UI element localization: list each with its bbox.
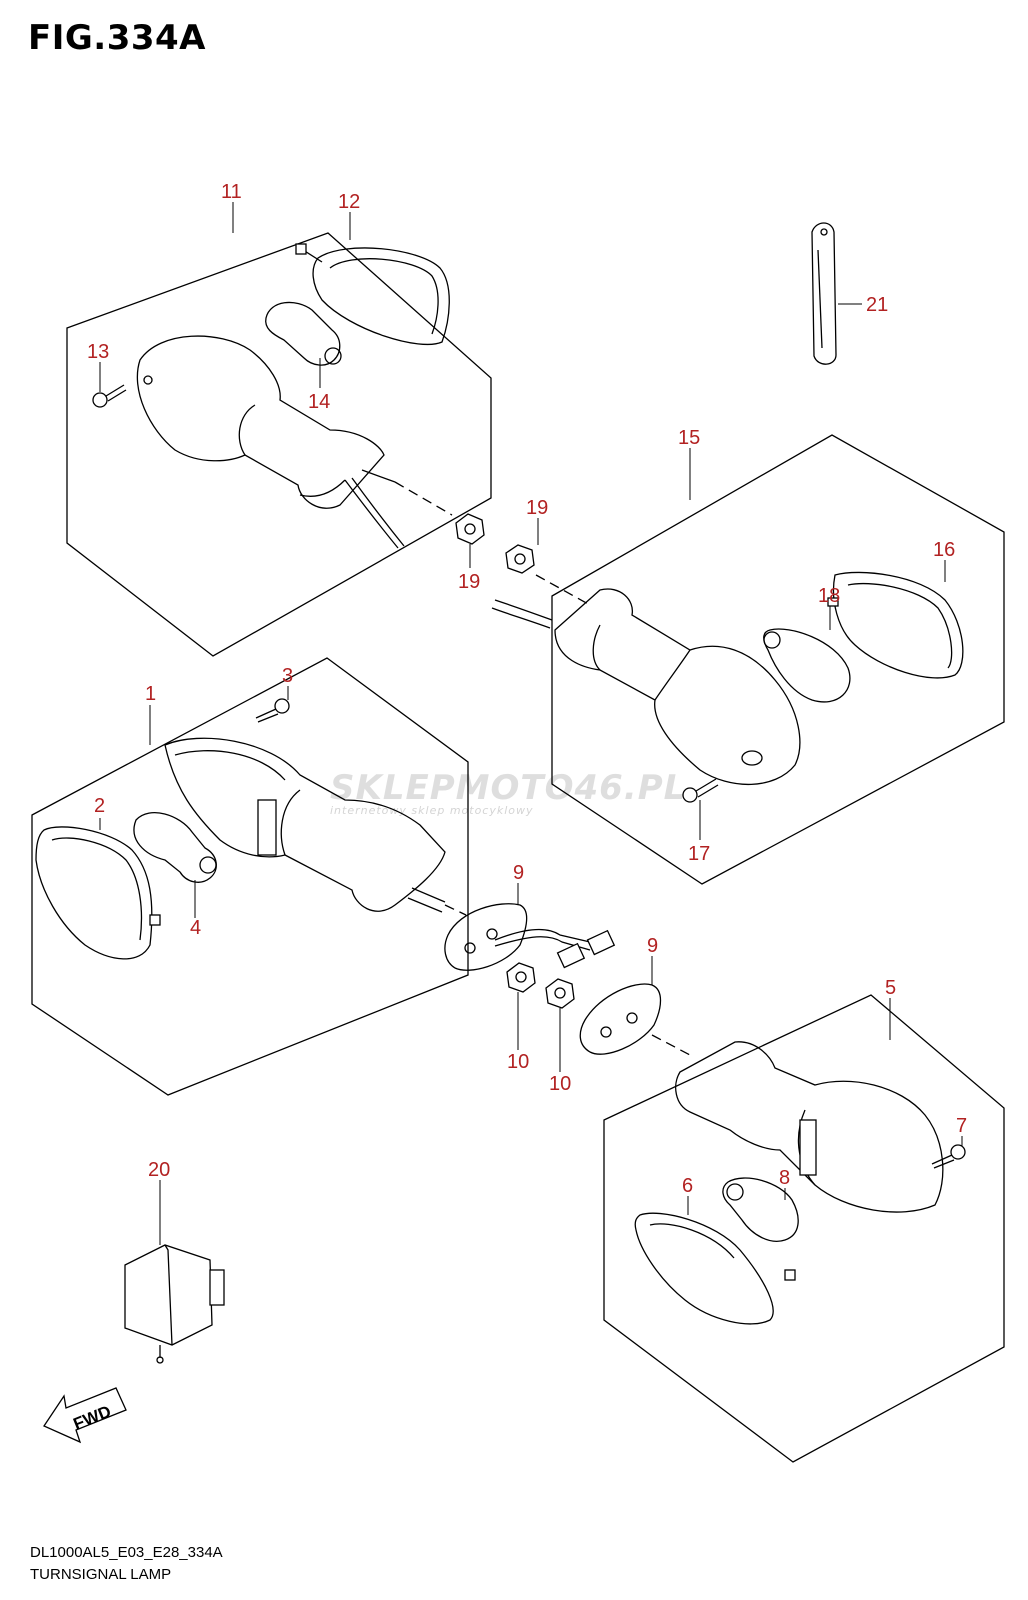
lamp-housing-5: [675, 1041, 944, 1213]
callout-3: 3: [282, 665, 293, 687]
callout-7: 7: [956, 1115, 967, 1137]
nut-19-upper: [455, 513, 485, 545]
lens-6: [634, 1212, 796, 1325]
connector: [586, 929, 616, 956]
callout-5: 5: [885, 977, 896, 999]
callout-21: 21: [866, 294, 888, 316]
callout-8: 8: [779, 1167, 790, 1189]
callout-15: 15: [678, 427, 700, 449]
lens-2: [35, 826, 161, 960]
nut-19-lower: [505, 544, 535, 574]
figure-title: FIG.334A: [28, 18, 206, 58]
gasket-9-left: [444, 903, 528, 971]
lens-12: [295, 243, 450, 346]
callout-19a: 19: [526, 497, 548, 519]
bulb-14: [265, 301, 342, 366]
nut-10-left: [506, 962, 536, 993]
screw-7: [931, 1144, 966, 1169]
relay-20: [124, 1244, 225, 1364]
nut-10-right: [545, 978, 575, 1009]
watermark: SKLEPMOTO46.PL: [330, 768, 687, 808]
screw-17: [682, 778, 719, 803]
callout-10a: 10: [507, 1051, 529, 1073]
callout-18: 18: [818, 585, 840, 607]
callout-16: 16: [933, 539, 955, 561]
callout-19b: 19: [458, 571, 480, 593]
callout-12: 12: [338, 191, 360, 213]
bulb-8: [722, 1177, 799, 1242]
callout-1: 1: [145, 683, 156, 705]
callout-11: 11: [221, 181, 242, 203]
callout-14: 14: [308, 391, 330, 413]
assembly-box-5: [603, 994, 1005, 1463]
callout-13: 13: [87, 341, 109, 363]
callout-9b: 9: [647, 935, 658, 957]
drawing-code: DL1000AL5_E03_E28_334A: [30, 1544, 223, 1561]
screw-3: [255, 698, 290, 723]
callout-20: 20: [148, 1159, 170, 1181]
lens-16: [827, 571, 964, 679]
drawing-caption: TURNSIGNAL LAMP: [30, 1566, 172, 1583]
callout-2: 2: [94, 795, 105, 817]
callout-17: 17: [688, 843, 710, 865]
watermark-subtext: internetowy sklep motocyklowy: [330, 804, 534, 817]
screw-13: [92, 384, 127, 408]
callout-10b: 10: [549, 1073, 571, 1095]
assembly-box-1: [31, 657, 469, 1096]
fwd-arrow-icon: FWD: [43, 1387, 127, 1444]
gasket-9-right: [579, 983, 662, 1055]
bulb-4: [133, 812, 217, 883]
callout-9a: 9: [513, 862, 524, 884]
bulb-18: [763, 628, 851, 703]
lamp-housing-15: [491, 588, 801, 786]
lamp-housing-11: [136, 335, 405, 549]
strap-21: [811, 222, 837, 365]
wire-harness: [494, 928, 591, 943]
assembly-box-11: [66, 232, 492, 657]
callout-6: 6: [682, 1175, 693, 1197]
assembly-box-15: [551, 434, 1005, 885]
lamp-housing-1: [164, 737, 446, 913]
callout-4: 4: [190, 917, 201, 939]
